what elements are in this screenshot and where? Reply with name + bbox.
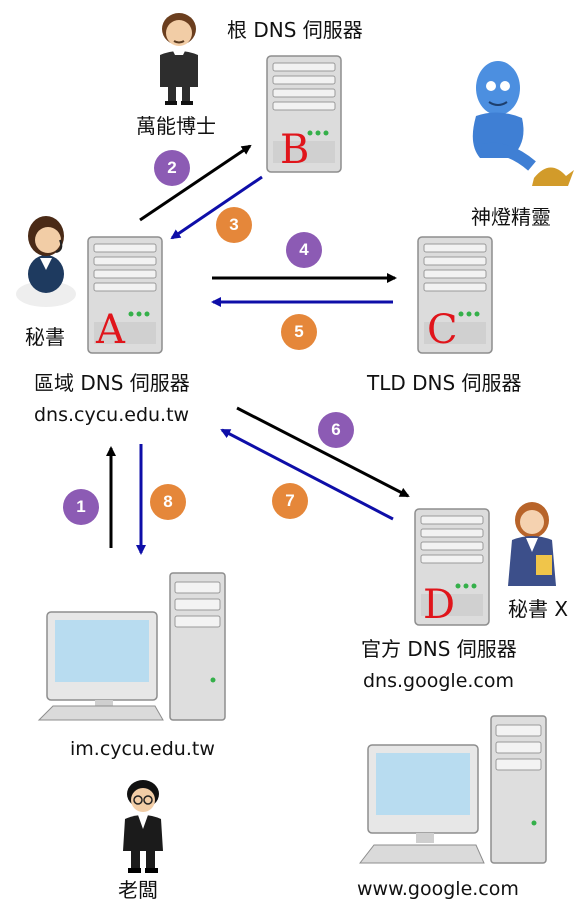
step-badge-1: 1 [63,489,99,525]
root-server-title: 根 DNS 伺服器 [227,18,363,42]
secretary-label: 秘書 [25,325,65,349]
server-letter-a: A [96,307,125,353]
tld-server-title: TLD DNS 伺服器 [367,371,522,395]
secretary-figure-icon [16,216,76,307]
genie-figure-icon [472,61,574,186]
google-computer-icon [358,715,547,864]
client-host-label: im.cycu.edu.tw [70,738,215,760]
tld-dns-server-icon [417,236,493,354]
boss-figure-icon [123,780,163,873]
step-badge-7: 7 [272,483,308,519]
doctor-label: 萬能博士 [136,114,216,138]
arrow-step-6 [236,406,410,498]
boss-label: 老闆 [118,878,158,902]
doctor-figure-icon [160,13,198,105]
client-computer-icon [37,572,226,721]
root-dns-server-icon [266,55,342,173]
step-badge-2: 2 [154,150,190,186]
secretary-x-figure-icon [508,502,556,586]
server-letter-d: D [423,582,456,628]
authoritative-server-host: dns.google.com [363,670,514,692]
genie-label: 神燈精靈 [471,205,551,229]
step-badge-4: 4 [286,232,322,268]
local-server-host: dns.cycu.edu.tw [34,404,190,426]
arrow-step-3 [170,175,263,240]
step-badge-6: 6 [318,412,354,448]
local-server-title: 區域 DNS 伺服器 [34,371,190,395]
server-letter-c: C [427,307,458,353]
authoritative-server-title: 官方 DNS 伺服器 [361,637,517,661]
secretary-x-label: 秘書 X [508,597,569,621]
step-badge-8: 8 [150,484,186,520]
step-badge-5: 5 [281,314,317,350]
arrow-step-2 [139,144,252,222]
local-dns-server-icon [87,236,163,354]
arrow-step-7 [220,428,394,521]
step-badge-3: 3 [216,207,252,243]
google-host-label: www.google.com [357,878,519,900]
authoritative-dns-server-icon [414,508,490,626]
server-letter-b: B [280,127,310,173]
